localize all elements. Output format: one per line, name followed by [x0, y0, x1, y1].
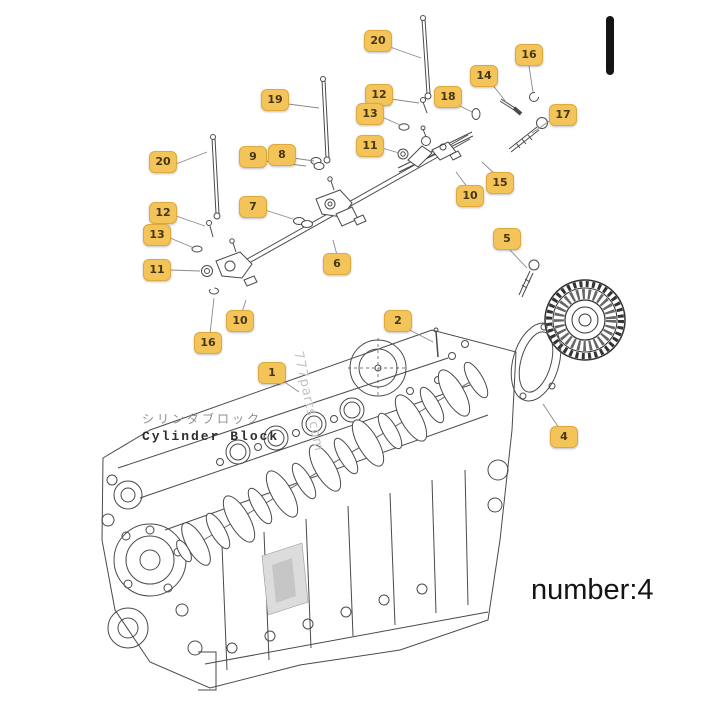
callout-badge-16-22[interactable]: 16 [194, 332, 222, 354]
camshaft [176, 361, 489, 566]
callout-badge-7-14[interactable]: 7 [239, 196, 267, 218]
callout-badge-12-15[interactable]: 12 [149, 202, 177, 224]
scroll-indicator [606, 16, 614, 75]
rocker-assemblies [215, 125, 474, 287]
callout-badge-10-13[interactable]: 10 [456, 185, 484, 207]
callout-badge-6-18[interactable]: 6 [323, 253, 351, 275]
diagram-title-japanese: シリンダブロック [142, 412, 263, 426]
callout-badge-8-10[interactable]: 8 [268, 144, 296, 166]
callout-badge-13-6[interactable]: 13 [356, 103, 384, 125]
callout-badge-10-21[interactable]: 10 [226, 310, 254, 332]
callout-badge-4-24[interactable]: 4 [550, 426, 578, 448]
callout-badge-2-20[interactable]: 2 [384, 310, 412, 332]
diagram-title-english: Cylinder Block [142, 429, 280, 444]
callout-badge-16-1[interactable]: 16 [515, 44, 543, 66]
callout-badge-9-9[interactable]: 9 [239, 146, 267, 168]
callout-badge-11-19[interactable]: 11 [143, 259, 171, 281]
callout-badge-15-12[interactable]: 15 [486, 172, 514, 194]
callout-badge-5-17[interactable]: 5 [493, 228, 521, 250]
page-number-caption: number:4 [531, 574, 654, 606]
callout-badge-11-8[interactable]: 11 [356, 135, 384, 157]
fasteners [191, 92, 548, 358]
pushrods [210, 15, 432, 220]
callout-badge-1-23[interactable]: 1 [258, 362, 286, 384]
callout-badge-20-0[interactable]: 20 [364, 30, 392, 52]
engine-block [101, 329, 517, 691]
callout-badge-18-4[interactable]: 18 [434, 86, 462, 108]
gear-wheel [544, 279, 626, 361]
callout-badge-17-7[interactable]: 17 [549, 104, 577, 126]
callout-badge-12-3[interactable]: 12 [365, 84, 393, 106]
callout-badge-13-16[interactable]: 13 [143, 224, 171, 246]
callout-badge-20-11[interactable]: 20 [149, 151, 177, 173]
callout-badge-14-2[interactable]: 14 [470, 65, 498, 87]
gasket [510, 322, 562, 402]
callout-badge-19-5[interactable]: 19 [261, 89, 289, 111]
